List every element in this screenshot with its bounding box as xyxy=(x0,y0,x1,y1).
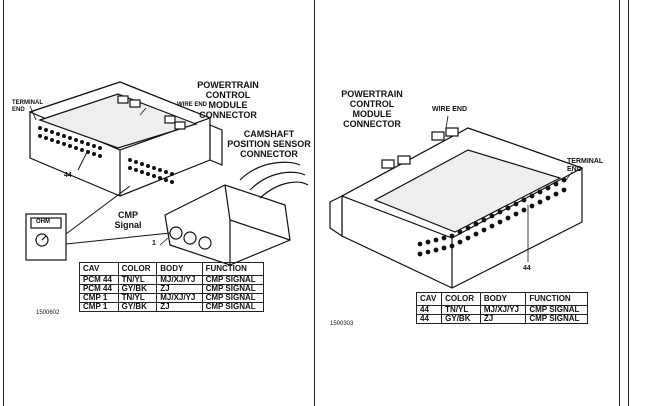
panel-divider xyxy=(314,0,315,406)
cell-function: CMP SIGNAL xyxy=(201,302,265,312)
left-ohmmeter-drawing xyxy=(25,213,67,261)
table-row: CMP 1 GY/BK ZJ CMP SIGNAL xyxy=(79,302,265,312)
right-col-body: BODY xyxy=(479,292,527,306)
right-table-header-row: CAV COLOR BODY FUNCTION xyxy=(415,292,588,306)
right-terminal-end-label: TERMINAL END xyxy=(567,158,604,173)
cell-color: GY/BK xyxy=(441,314,481,324)
left-cmp-sensor-connector-drawing xyxy=(164,161,309,266)
left-col-cav: CAV xyxy=(79,262,119,276)
ohmmeter-label: OHM xyxy=(36,219,50,225)
right-pcm-terminal-pins xyxy=(417,177,567,257)
left-pcm-connector-drawing xyxy=(28,81,223,197)
cell-cav: 44 xyxy=(415,314,443,324)
left-wire-end-label: WIRE END xyxy=(177,102,207,108)
cell-body: ZJ xyxy=(479,314,527,324)
right-border xyxy=(619,0,620,406)
left-leader-lines xyxy=(29,105,169,246)
right-col-function: FUNCTION xyxy=(525,292,588,306)
left-table-header-row: CAV COLOR BODY FUNCTION xyxy=(79,262,265,276)
left-col-body: BODY xyxy=(156,262,203,276)
left-terminal-end-label: TERMINAL END xyxy=(12,100,43,113)
left-cavity-44-label: 44 xyxy=(64,172,72,179)
cell-color: GY/BK xyxy=(117,302,158,312)
cell-body: ZJ xyxy=(156,302,203,312)
cell-cav: CMP 1 xyxy=(79,302,119,312)
right-col-cav: CAV xyxy=(415,292,443,306)
table-row: 44 GY/BK ZJ CMP SIGNAL xyxy=(415,314,588,324)
right-figure-id: 1500303 xyxy=(330,321,354,327)
cell-function: CMP SIGNAL xyxy=(525,314,588,324)
left-border xyxy=(3,0,4,406)
left-pcm-title: POWERTRAIN CONTROL MODULE CONNECTOR xyxy=(197,80,259,120)
right-cavity-44-label: 44 xyxy=(523,265,531,272)
left-pin-table: CAV COLOR BODY FUNCTION PCM 44 TN/YL MJ/… xyxy=(79,262,265,312)
right-leader-lines xyxy=(445,115,573,262)
cmp-signal-label: CMP Signal xyxy=(114,210,142,230)
left-figure-id: 1500602 xyxy=(36,310,60,316)
right-col-color: COLOR xyxy=(441,292,481,306)
right-pin-table: CAV COLOR BODY FUNCTION 44 TN/YL MJ/XJ/Y… xyxy=(415,292,588,324)
left-test-leads xyxy=(65,149,171,245)
left-col-color: COLOR xyxy=(117,262,158,276)
cmp-pin-1-label: 1 xyxy=(152,240,156,247)
right-pcm-connector-drawing xyxy=(329,127,584,289)
left-col-function: FUNCTION xyxy=(201,262,265,276)
left-cmp-sensor-title: CAMSHAFT POSITION SENSOR CONNECTOR xyxy=(227,129,311,159)
right-wire-end-label: WIRE END xyxy=(432,106,467,113)
right-border-outer xyxy=(628,0,629,406)
right-pcm-title: POWERTRAIN CONTROL MODULE CONNECTOR xyxy=(341,89,403,129)
